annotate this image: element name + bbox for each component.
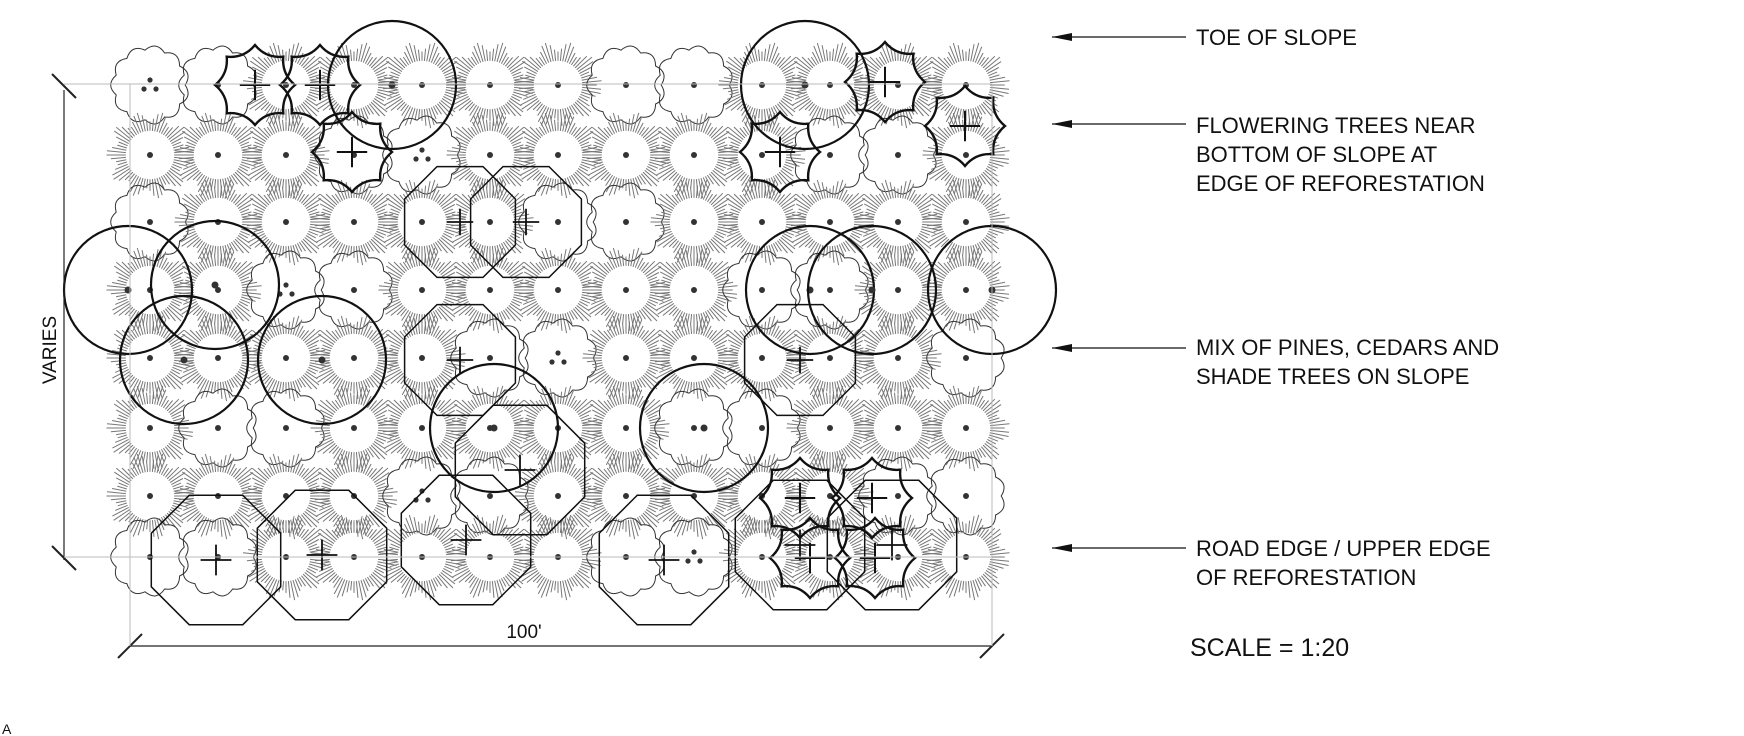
callout-text: MIX OF PINES, CEDARS AND [1196, 335, 1499, 360]
large-canopy-circle [256, 294, 388, 426]
shade-tree-symbol [450, 456, 529, 536]
cedar-symbol [278, 43, 362, 127]
pine-symbol [378, 315, 466, 402]
pine-symbol [718, 112, 806, 199]
arrowhead-icon [1052, 344, 1072, 352]
callout-toe-of-slope: TOE OF SLOPE [1052, 25, 1357, 50]
shade-tree-symbol [110, 182, 189, 262]
flowering-tree-symbol [400, 474, 532, 606]
shade-tree-symbol [586, 45, 665, 125]
flowering-tree-symbol [598, 494, 730, 626]
pine-symbol [242, 112, 330, 199]
callout-flowering-trees: FLOWERING TREES NEAR BOTTOM OF SLOPE AT … [1052, 113, 1485, 196]
vertical-dimension-tick-top [51, 73, 77, 99]
callout-layer: TOE OF SLOPE FLOWERING TREES NEAR BOTTOM… [1052, 25, 1499, 662]
callout-text: TOE OF SLOPE [1196, 25, 1357, 50]
shade-tree-symbol [382, 115, 461, 195]
dimension-label-horizontal: 100' [506, 622, 541, 643]
shade-tree-symbol [790, 250, 869, 330]
scale-label: SCALE = 1:20 [1190, 634, 1349, 662]
cedar-symbol [310, 110, 394, 194]
shade-tree-symbol [858, 456, 937, 536]
pine-symbol [582, 315, 670, 402]
shade-tree-symbol [790, 115, 869, 195]
shade-tree-symbol [382, 456, 461, 536]
callout-text: EDGE OF REFORESTATION [1196, 171, 1485, 196]
shade-tree-symbol [926, 318, 1005, 398]
callout-mix-of-pines: MIX OF PINES, CEDARS AND SHADE TREES ON … [1052, 335, 1499, 389]
large-canopy-circle [739, 19, 871, 151]
shade-tree-symbol [926, 456, 1005, 536]
shade-tree-symbol [450, 318, 529, 398]
cedar-symbol [833, 516, 917, 600]
large-canopy-circle [806, 224, 938, 356]
pine-symbol [514, 42, 602, 129]
flowering-tree-symbol [403, 165, 517, 279]
flowering-tree-symbol [150, 494, 282, 626]
cedar-symbol [738, 110, 822, 194]
cedar-symbol [830, 456, 914, 540]
arrowhead-icon [1052, 544, 1072, 552]
flowering-tree-symbol [743, 303, 857, 417]
plan-frame: VARIES 100' A [2, 73, 1005, 736]
flowering-tree-symbol [454, 404, 586, 536]
arrowhead-icon [1052, 33, 1072, 41]
shade-tree-symbol [246, 250, 325, 330]
large-canopy-circle [118, 294, 250, 426]
corner-mark: A [2, 721, 12, 736]
vertical-dimension-tick-bottom [51, 545, 77, 571]
pine-symbol [174, 453, 262, 540]
callout-text: SHADE TREES ON SLOPE [1196, 364, 1469, 389]
shade-tree-symbol [654, 388, 733, 468]
cedar-symbol [213, 43, 297, 127]
shade-tree-symbol [110, 45, 189, 125]
large-canopy-circle [62, 224, 194, 356]
pine-symbol [922, 247, 1010, 334]
pine-symbol [922, 179, 1010, 266]
cedar-symbol [843, 40, 927, 124]
pine-symbol [106, 385, 194, 472]
dimension-label-vertical: VARIES [40, 316, 61, 384]
callout-text: FLOWERING TREES NEAR [1196, 113, 1476, 138]
pine-symbol [378, 514, 466, 601]
pine-symbol [854, 315, 942, 402]
callout-road-edge: ROAD EDGE / UPPER EDGE OF REFORESTATION [1052, 536, 1491, 590]
arrowhead-icon [1052, 120, 1072, 128]
large-canopy-circle [428, 362, 560, 494]
shade-tree-symbol [722, 250, 801, 330]
shade-tree-symbol [246, 388, 325, 468]
pine-symbol [854, 385, 942, 472]
flowering-tree-symbol [469, 165, 583, 279]
shade-tree-symbol [314, 250, 393, 330]
shade-tree-symbol [858, 115, 937, 195]
callout-text: ROAD EDGE / UPPER EDGE [1196, 536, 1491, 561]
shade-tree-symbol [722, 388, 801, 468]
large-canopy-circle [326, 19, 458, 151]
callout-text: OF REFORESTATION [1196, 565, 1416, 590]
pine-symbol [174, 247, 262, 334]
cedar-symbol [923, 84, 1007, 168]
callout-text: BOTTOM OF SLOPE AT [1196, 142, 1437, 167]
large-canopy-circle [149, 219, 281, 351]
pine-symbol [650, 112, 738, 199]
pine-symbol [582, 385, 670, 472]
shade-tree-symbol [518, 318, 597, 398]
cedar-symbol [758, 456, 842, 540]
large-canopy-circle [638, 362, 770, 494]
shade-tree-symbol [586, 182, 665, 262]
shade-tree-symbol [178, 388, 257, 468]
tree-symbols-layer [62, 19, 1058, 626]
reforestation-boundary [129, 83, 993, 558]
flowering-tree-symbol [256, 489, 388, 621]
flowering-tree-symbol [403, 303, 517, 417]
cedar-symbol [768, 516, 852, 600]
pine-symbol [650, 247, 738, 334]
